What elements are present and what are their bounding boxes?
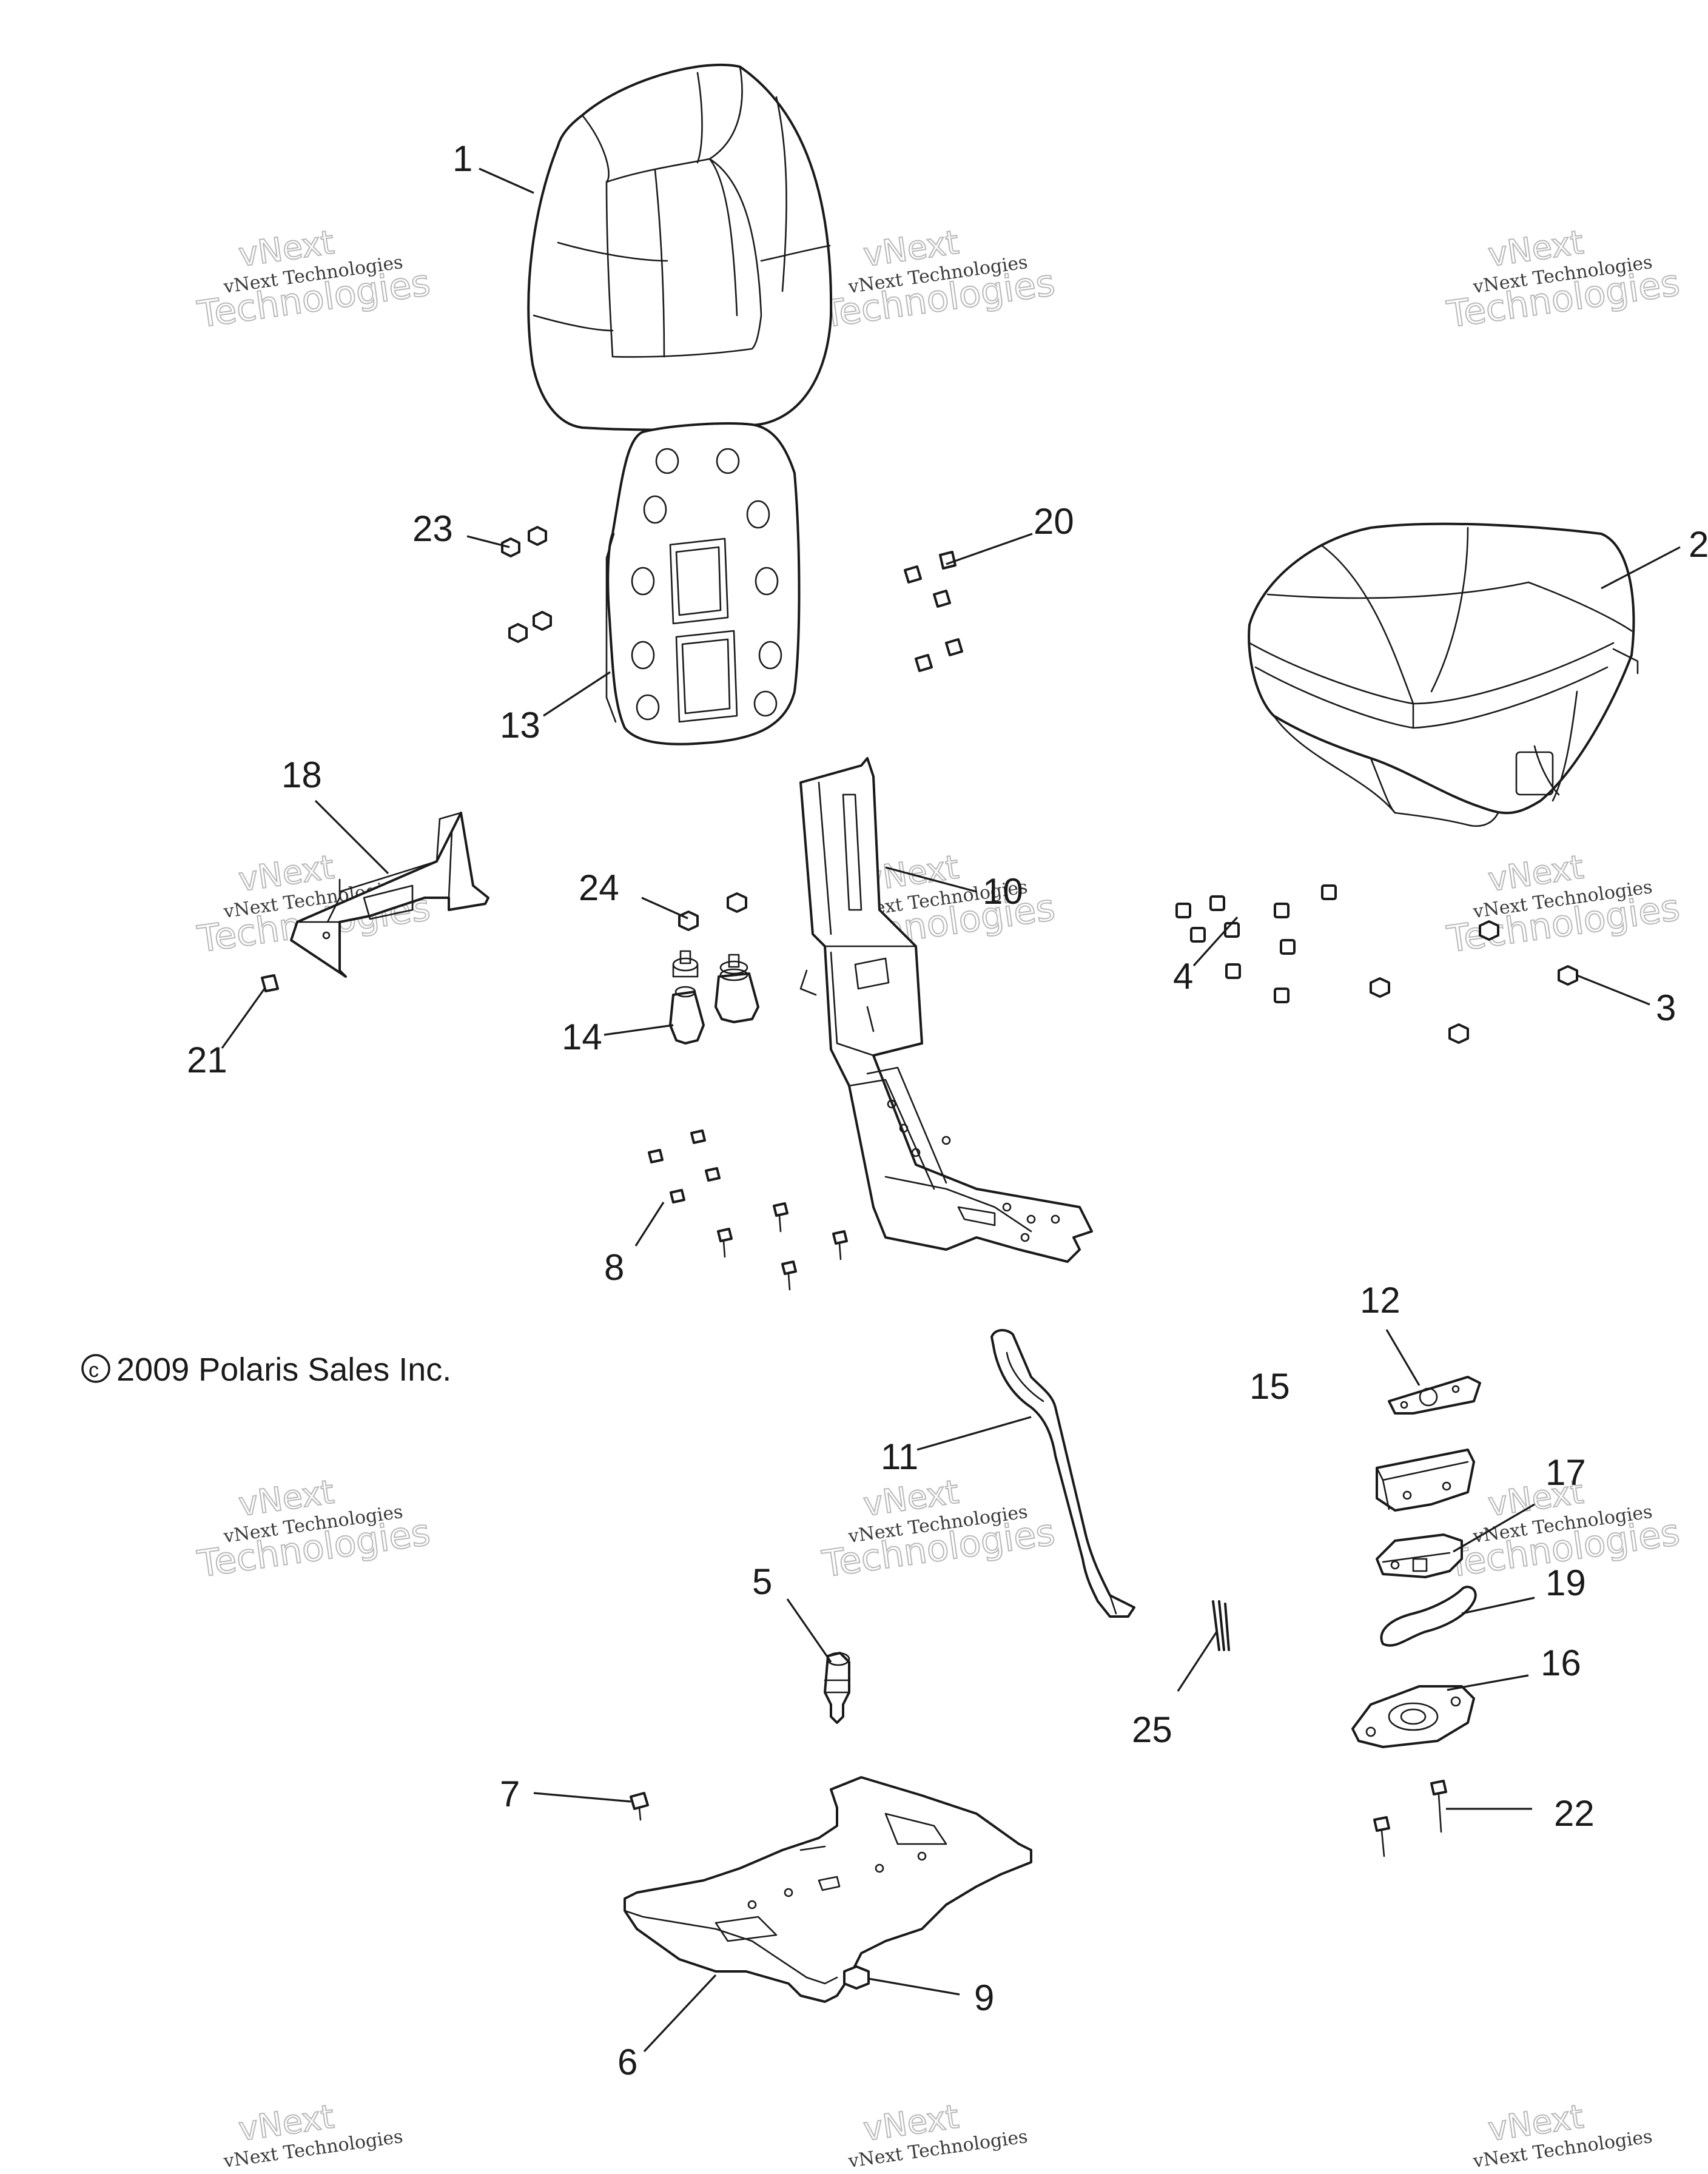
part-16-latch-base xyxy=(1351,1685,1475,1748)
callout-labels: 1 2 3 4 5 6 7 8 9 10 11 12 13 14 15 16 1… xyxy=(187,138,1708,2082)
part-25-clips xyxy=(1212,1600,1230,1651)
part-17-latch xyxy=(1376,1533,1463,1578)
callout-15: 15 xyxy=(1249,1366,1290,1407)
callout-3: 3 xyxy=(1656,988,1676,1028)
part-15-mount-block xyxy=(1376,1449,1475,1512)
part-14-bumpers xyxy=(669,950,759,1045)
part-12-plate xyxy=(1388,1376,1481,1415)
leader-lines xyxy=(221,167,1681,2053)
callout-12: 12 xyxy=(1360,1280,1400,1321)
callout-25: 25 xyxy=(1132,1709,1172,1750)
part-19-cable xyxy=(1380,1586,1477,1647)
copyright: c 2009 Polaris Sales Inc. xyxy=(81,1351,451,1388)
callout-7: 7 xyxy=(500,1774,520,1814)
part-1-backrest-cushion xyxy=(527,63,833,431)
part-2-seat-cushion xyxy=(1248,522,1639,827)
callout-19: 19 xyxy=(1545,1563,1586,1603)
callout-1: 1 xyxy=(452,138,472,179)
watermark: vNext vNext Technologies Technologies xyxy=(819,1472,1058,1587)
watermark: vNext vNext Technologies xyxy=(1471,2097,1654,2173)
watermark: vNext vNext Technologies Technologies xyxy=(819,223,1058,337)
watermark: vNext vNext Technologies Technologies xyxy=(194,1472,433,1587)
callout-17: 17 xyxy=(1545,1452,1586,1493)
callout-13: 13 xyxy=(500,705,540,745)
callout-9: 9 xyxy=(974,1977,994,2018)
watermark: vNext vNext Technologies Technologies xyxy=(1444,847,1683,962)
callout-2: 2 xyxy=(1689,524,1708,565)
watermark: vNext vNext Technologies Technologies xyxy=(194,223,433,337)
watermark: vNext vNext Technologies xyxy=(222,2097,405,2173)
callout-16: 16 xyxy=(1541,1643,1581,1683)
callout-10: 10 xyxy=(983,871,1023,912)
hardware-nuts-bolts xyxy=(261,526,1578,1990)
watermark: vNext vNext Technologies Technologies xyxy=(1444,223,1683,337)
callout-11: 11 xyxy=(881,1436,918,1477)
part-5-latch-pin xyxy=(824,1652,850,1724)
callout-5: 5 xyxy=(752,1561,772,1602)
callout-8: 8 xyxy=(604,1247,624,1288)
copyright-circle xyxy=(81,1354,110,1383)
callout-23: 23 xyxy=(412,508,453,549)
callout-6: 6 xyxy=(617,2042,637,2082)
callout-21: 21 xyxy=(187,1040,227,1080)
part-13-backrest-plate xyxy=(605,422,801,745)
watermark: vNext vNext Technologies xyxy=(847,2097,1029,2173)
callout-18: 18 xyxy=(281,755,322,795)
callout-14: 14 xyxy=(562,1017,602,1057)
copyright-symbol-letter: c xyxy=(89,1359,99,1382)
copyright-text: 2009 Polaris Sales Inc. xyxy=(116,1351,451,1388)
callout-22: 22 xyxy=(1554,1793,1595,1834)
part-11-strap xyxy=(990,1329,1135,1618)
callout-4: 4 xyxy=(1173,956,1193,997)
part-10-seat-bracket xyxy=(799,757,1093,1263)
callout-20: 20 xyxy=(1034,501,1074,542)
part-18-small-bracket xyxy=(290,812,489,978)
callout-24: 24 xyxy=(579,867,619,908)
part-6-base-plate xyxy=(624,1776,1032,2003)
